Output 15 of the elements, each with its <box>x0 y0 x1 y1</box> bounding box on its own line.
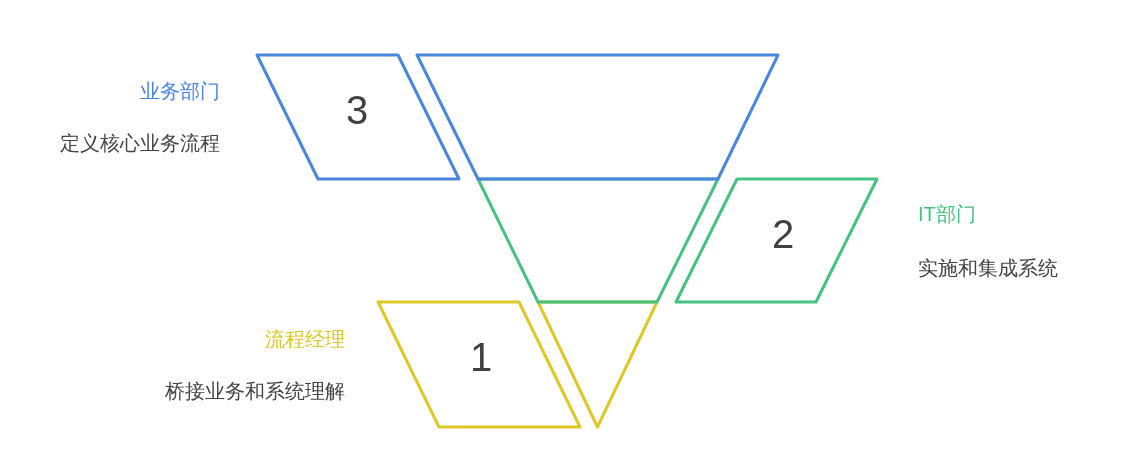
role-description: 定义核心业务流程 <box>60 131 220 155</box>
funnel-segment <box>536 300 659 429</box>
funnel-segment <box>476 177 720 304</box>
parallelogram-step <box>674 177 879 304</box>
funnel-segment <box>415 53 780 181</box>
step-number: 3 <box>345 88 369 132</box>
role-heading: IT部门 <box>918 202 976 226</box>
step-number: 2 <box>771 212 795 256</box>
role-description: 桥接业务和系统理解 <box>165 379 345 403</box>
role-description: 实施和集成系统 <box>918 256 1058 280</box>
step-number: 1 <box>469 335 493 379</box>
role-heading: 业务部门 <box>140 79 220 103</box>
parallelogram-step <box>255 53 461 181</box>
role-heading: 流程经理 <box>265 327 345 351</box>
parallelogram-step <box>376 300 582 429</box>
